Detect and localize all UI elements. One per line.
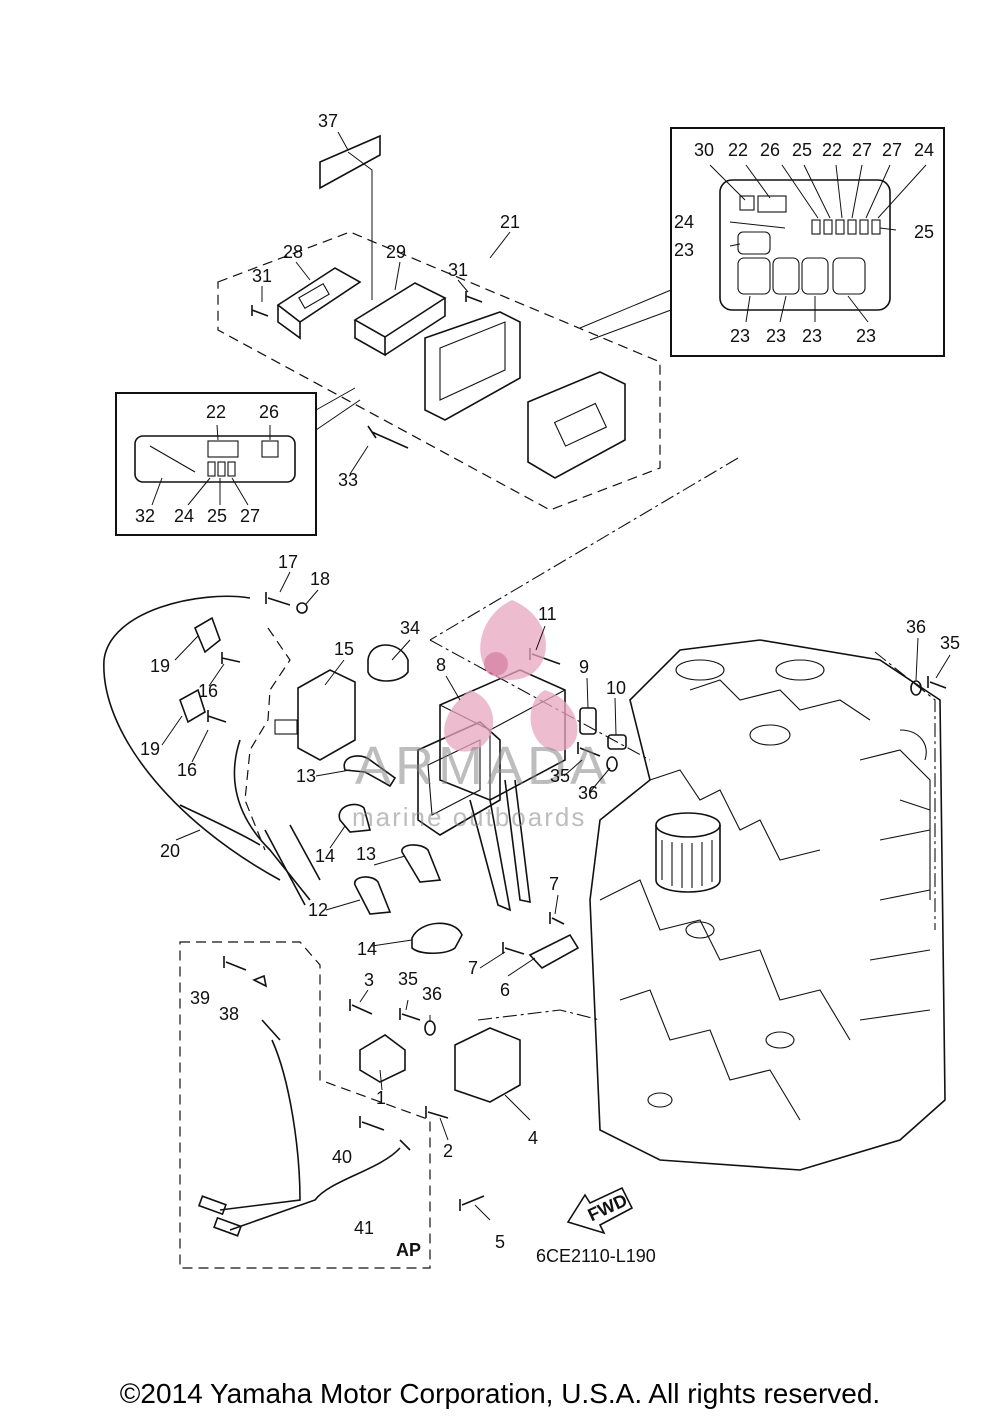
callout-27c: 27 <box>240 506 260 526</box>
callout-41: 41 <box>354 1218 374 1238</box>
callout-23b: 23 <box>730 326 750 346</box>
callout-31b: 31 <box>448 260 468 280</box>
callout-35a: 35 <box>550 766 570 786</box>
callout-24b: 24 <box>674 212 694 232</box>
callout-3: 3 <box>364 970 374 990</box>
callout-38: 38 <box>219 1004 239 1024</box>
callout-26a: 26 <box>760 140 780 160</box>
callout-16b: 16 <box>177 760 197 780</box>
callout-13b: 13 <box>356 844 376 864</box>
callout-18: 18 <box>310 569 330 589</box>
ap-tag: AP <box>396 1240 421 1260</box>
callout-23a: 23 <box>674 240 694 260</box>
callout-14a: 14 <box>315 846 335 866</box>
callout-33: 33 <box>338 470 358 490</box>
callout-27b: 27 <box>882 140 902 160</box>
callout-1: 1 <box>376 1088 386 1108</box>
leader-lines <box>161 131 951 947</box>
callout-30: 30 <box>694 140 714 160</box>
clamps <box>338 755 463 955</box>
fuse-box-top-inset <box>579 127 945 357</box>
callout-29: 29 <box>386 242 406 262</box>
callout-14b: 14 <box>357 939 377 959</box>
callout-10: 10 <box>606 678 626 698</box>
watermark-brand: ARMADA <box>355 736 610 796</box>
callout-27a: 27 <box>852 140 872 160</box>
callout-22a: 22 <box>728 140 748 160</box>
callout-22b: 22 <box>822 140 842 160</box>
callout-25b: 25 <box>914 222 934 242</box>
callout-13a: 13 <box>296 766 316 786</box>
diagram-code: 6CE2110-L190 <box>536 1246 656 1266</box>
callout-9: 9 <box>579 657 589 677</box>
callout-17: 17 <box>278 552 298 572</box>
callout-19a: 19 <box>150 656 170 676</box>
callout-8: 8 <box>436 655 446 675</box>
callout-40: 40 <box>332 1147 352 1167</box>
callout-32: 32 <box>135 506 155 526</box>
callout-25a: 25 <box>792 140 812 160</box>
callout-6: 6 <box>500 980 510 1000</box>
callout-16a: 16 <box>198 681 218 701</box>
armada-watermark-logo <box>444 600 578 752</box>
callout-11: 11 <box>538 604 557 624</box>
callout-22c: 22 <box>206 402 226 422</box>
ap-group <box>179 941 431 1269</box>
copyright-footer: ©2014 Yamaha Motor Corporation, U.S.A. A… <box>119 1378 881 1409</box>
callout-7a: 7 <box>549 874 559 894</box>
callout-39: 39 <box>190 988 210 1008</box>
callout-31a: 31 <box>252 266 272 286</box>
lower-parts <box>349 676 947 1221</box>
callout-7b: 7 <box>468 958 478 978</box>
callout-2: 2 <box>443 1141 453 1161</box>
callout-24a: 24 <box>914 140 934 160</box>
fuse-box-side-inset <box>115 387 361 536</box>
callout-labels: 37 21 28 29 31 31 33 30 22 26 25 22 27 2… <box>135 111 960 1266</box>
callout-19b: 19 <box>140 739 160 759</box>
callout-23e: 23 <box>856 326 876 346</box>
harness-left <box>103 592 356 906</box>
callout-34: 34 <box>400 618 420 638</box>
callout-12: 12 <box>308 900 328 920</box>
callout-4: 4 <box>528 1128 538 1148</box>
callout-35c: 35 <box>398 969 418 989</box>
callout-23d: 23 <box>802 326 822 346</box>
callout-35b: 35 <box>940 633 960 653</box>
callout-15: 15 <box>334 639 354 659</box>
callout-20: 20 <box>160 841 180 861</box>
callout-24c: 24 <box>174 506 194 526</box>
callout-36b: 36 <box>906 617 926 637</box>
callout-23c: 23 <box>766 326 786 346</box>
fwd-arrow-icon: FWD <box>566 1186 634 1235</box>
callout-5: 5 <box>495 1232 505 1252</box>
callout-25c: 25 <box>207 506 227 526</box>
watermark-tagline: marine outboards <box>352 802 586 832</box>
callout-37: 37 <box>318 111 338 131</box>
callout-36c: 36 <box>422 984 442 1004</box>
engine-block <box>589 639 946 1171</box>
callout-21: 21 <box>500 212 520 232</box>
callout-28: 28 <box>283 242 303 262</box>
callout-26b: 26 <box>259 402 279 422</box>
ecu-assembly-outline <box>217 134 661 511</box>
